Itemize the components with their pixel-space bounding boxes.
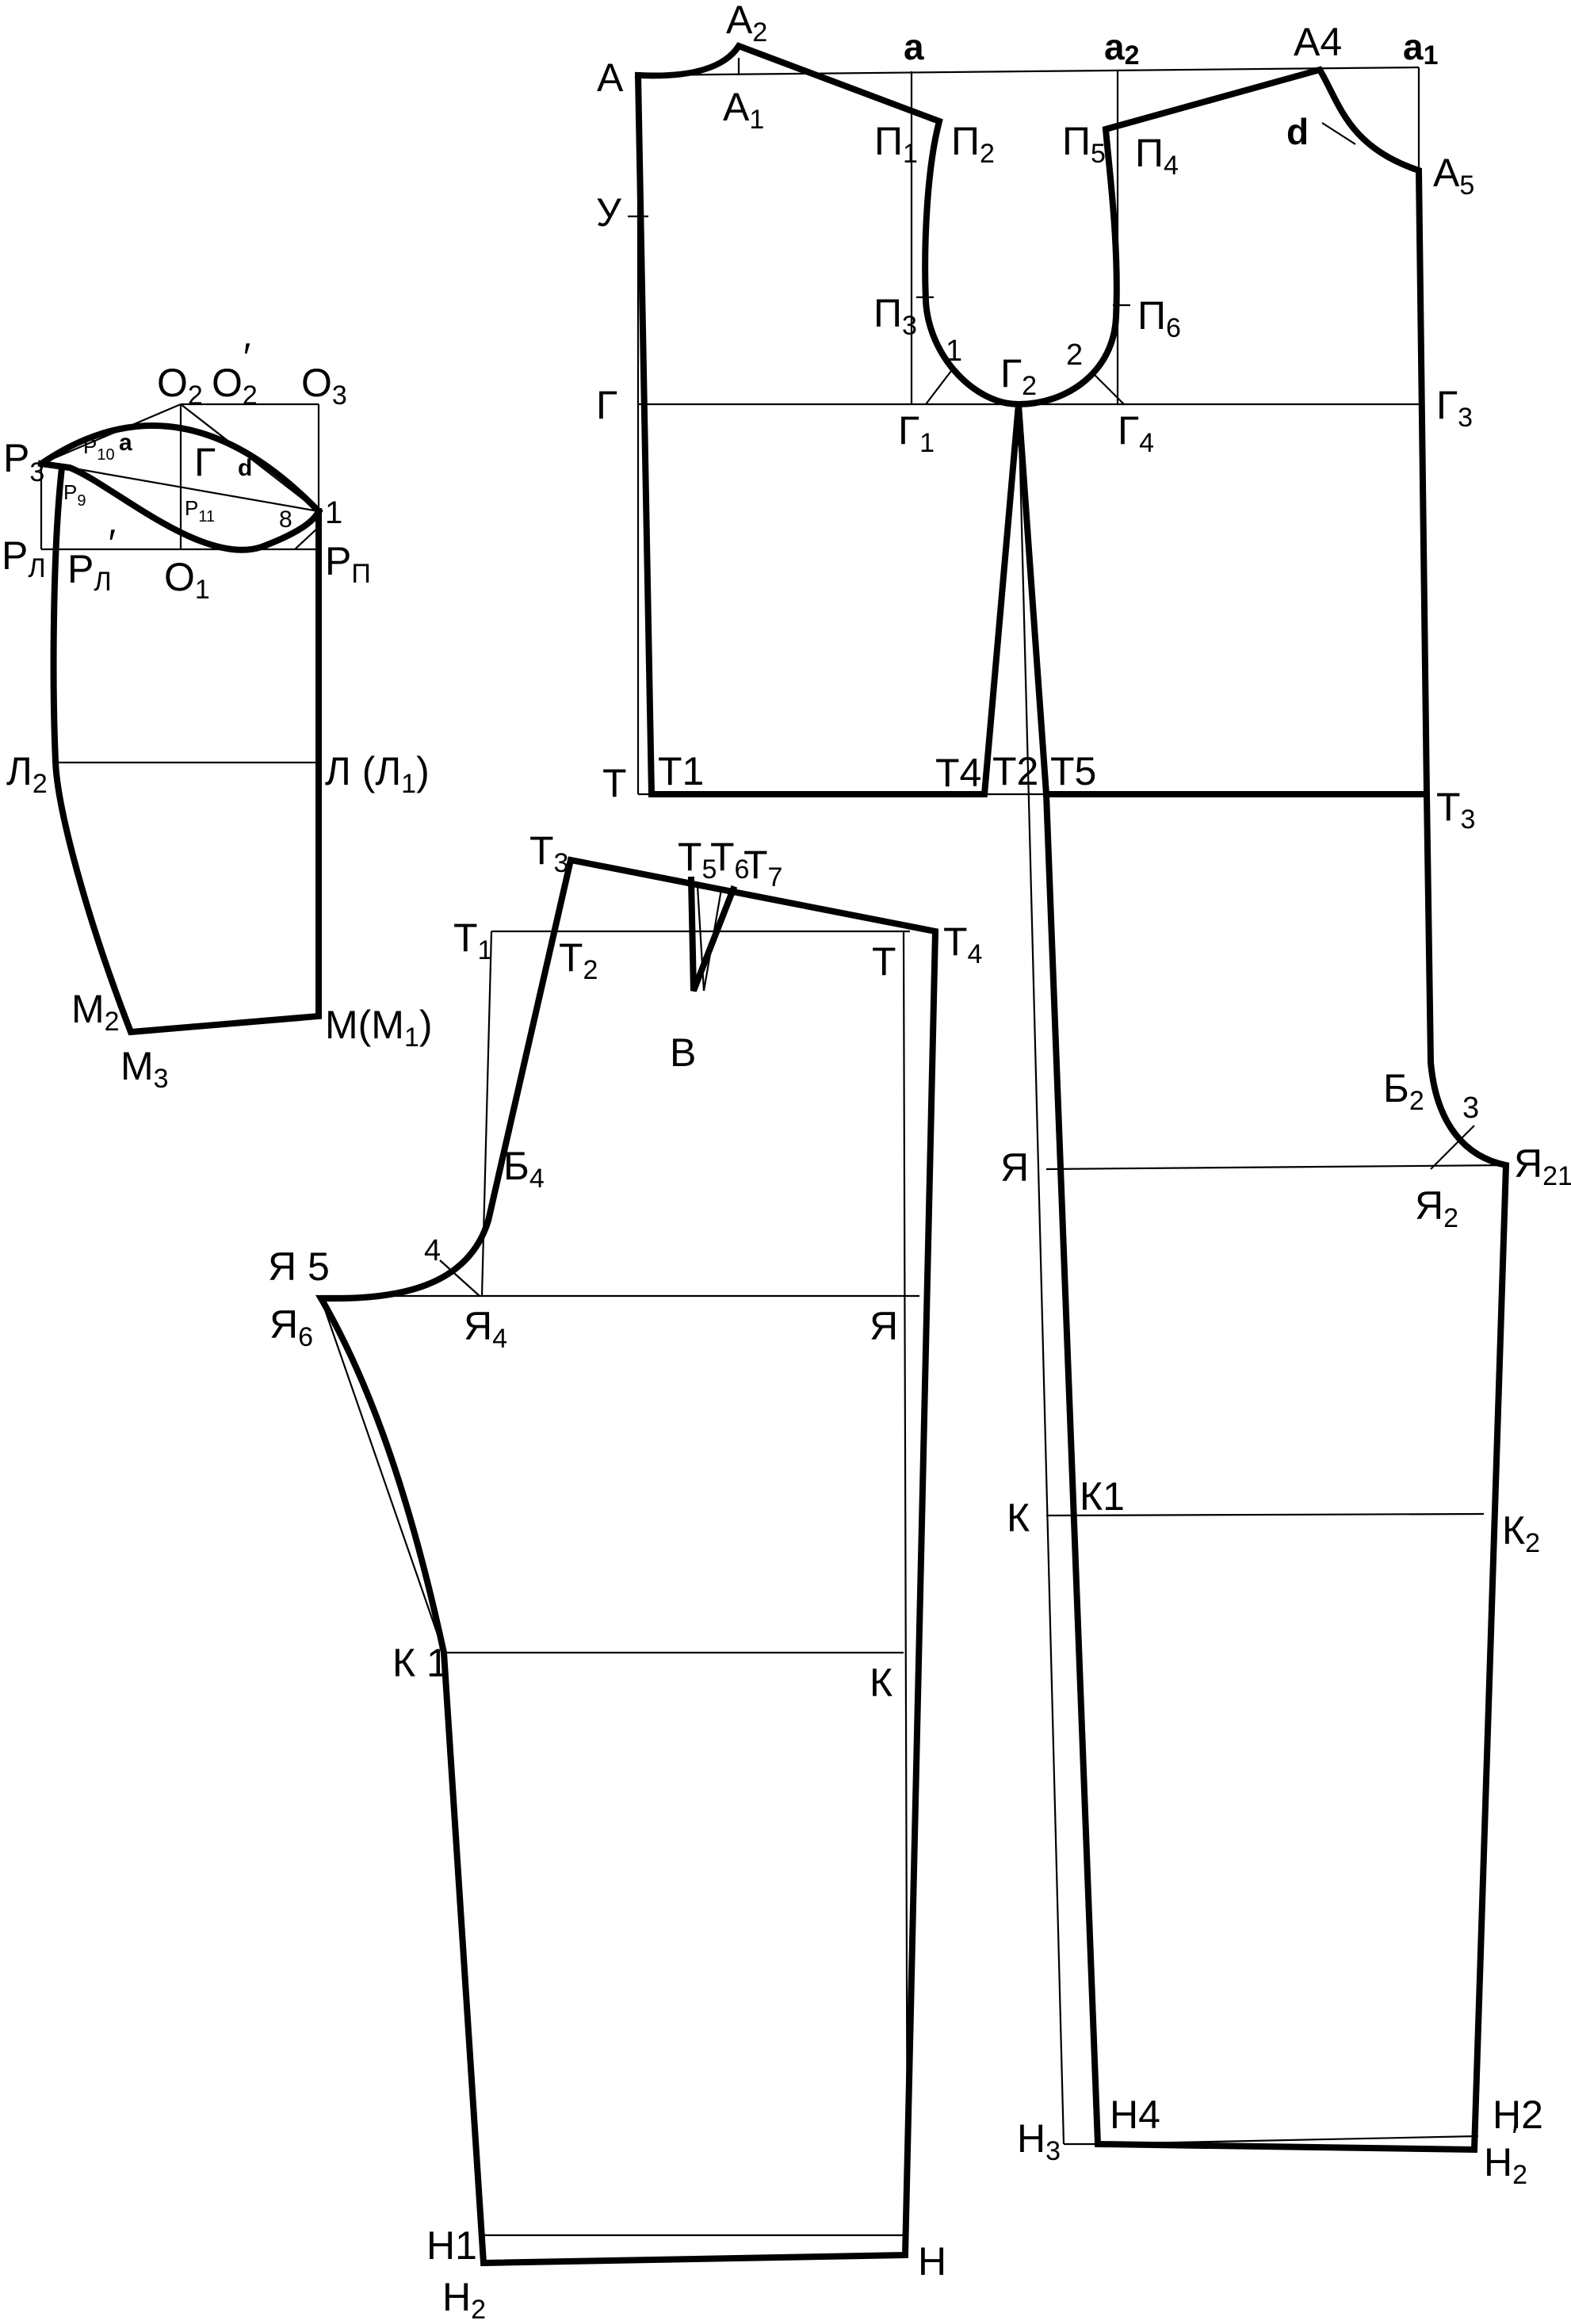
label-a-sleeve: a: [119, 430, 132, 456]
label-t4-front: Т4: [943, 919, 982, 969]
label-p9: Р9: [63, 480, 86, 510]
label-p4: П4: [1135, 131, 1179, 181]
label-l2: Л2: [6, 749, 48, 799]
label-ya2: Я2: [1415, 1183, 1458, 1233]
label-p2: П2: [951, 119, 995, 169]
label-t: Т: [602, 761, 627, 805]
label-p11: Р11: [185, 496, 215, 526]
label-n1-front: Н1: [426, 2223, 477, 2268]
label-a5: А5: [1433, 151, 1474, 201]
sleeve-outline: [36, 422, 323, 1036]
label-ya6: Я6: [269, 1302, 313, 1352]
label-ya5: Я 5: [268, 1244, 330, 1289]
label-ya4: Я4: [464, 1304, 507, 1354]
label-ya21: Я21: [1514, 1141, 1571, 1191]
sleeve-pattern: Р3 Р10 a Р9 О2 О2′ О3 Г d Р11 8 1 РЛ РЛ′…: [2, 335, 433, 1094]
label-1-bodice: 1: [946, 334, 962, 368]
label-a-small: а: [904, 26, 924, 67]
front-trouser-labels: Т3 Т5 Т6 Т7 Т1 Т2 Т Т4 В Б4 4 Я 5 Я6 Я4 …: [268, 828, 982, 2324]
label-n4-back: Н4: [1110, 2093, 1160, 2137]
label-k2: К2: [1502, 1508, 1540, 1558]
label-g2: Г2: [1000, 351, 1037, 401]
label-l-l1: Л (Л1): [325, 749, 430, 799]
front-trouser-construction-lines: [319, 885, 919, 2237]
label-m-m1: М(М1): [325, 1003, 433, 1053]
label-p3: Р3: [3, 436, 44, 487]
label-t-front: Т: [872, 939, 896, 984]
label-t5-front: Т5: [678, 835, 717, 885]
label-4-front: 4: [424, 1234, 441, 1267]
label-u: У: [596, 190, 621, 235]
label-p1: П1: [874, 119, 918, 169]
back-trouser-construction-lines: [1017, 403, 1507, 2146]
label-t4: Т4: [935, 751, 981, 795]
label-t1-front: Т1: [453, 915, 492, 965]
label-t2: Т2: [992, 749, 1038, 793]
label-pl: РЛ: [2, 533, 46, 583]
label-t3: Т3: [1436, 785, 1475, 835]
label-a: А: [597, 55, 624, 100]
label-b4: Б4: [503, 1144, 545, 1194]
label-p3: П3: [873, 291, 917, 341]
label-n2-front: Н2: [442, 2275, 486, 2324]
label-g-sleeve: Г: [194, 440, 216, 484]
label-k1-back: К1: [1080, 1474, 1125, 1519]
label-t3-front: Т3: [529, 828, 568, 878]
back-trouser-pattern: Б2 3 Я Я2 Я21 К К1 К2 Н3 Н4 Н2 Н2′: [1000, 403, 1571, 2190]
label-k-back: К: [1007, 1496, 1030, 1540]
label-k-front: К: [870, 1661, 893, 1705]
back-trouser-outline: [1042, 790, 1510, 2154]
label-g3: Г3: [1436, 383, 1473, 433]
label-t1: Т1: [658, 749, 704, 793]
label-t7-front: Т7: [743, 843, 782, 893]
label-p5: П5: [1062, 119, 1106, 169]
sleeve-labels: Р3 Р10 a Р9 О2 О2′ О3 Г d Р11 8 1 РЛ РЛ′…: [2, 335, 433, 1094]
label-a2: А2: [726, 0, 767, 48]
label-o2-prime: О2′: [212, 335, 258, 411]
label-a1-small: а1: [1403, 26, 1439, 71]
label-a1: А1: [723, 85, 764, 135]
label-a2-small: а2: [1104, 26, 1140, 71]
label-2-bodice: 2: [1066, 338, 1083, 372]
label-1-sleeve: 1: [325, 495, 342, 530]
back-trouser-labels: Б2 3 Я Я2 Я21 К К1 К2 Н3 Н4 Н2 Н2′: [1000, 1066, 1571, 2190]
bodice-pattern: А А2 А1 а а2 А4 а1 П1 П2 П5 П4 d А5 У П3…: [596, 0, 1475, 835]
label-3-back: 3: [1462, 1091, 1479, 1125]
label-m3: М3: [120, 1044, 169, 1094]
label-pl-prime: РЛ′: [67, 522, 116, 597]
label-g1: Г1: [898, 408, 935, 458]
label-n3-back: Н3: [1017, 2116, 1061, 2166]
label-h2-back: Н2: [1493, 2093, 1543, 2137]
label-m2: М2: [71, 987, 120, 1037]
label-g: Г: [596, 383, 617, 427]
label-v: В: [670, 1030, 696, 1075]
label-t5: Т5: [1050, 749, 1096, 793]
label-a4: А4: [1294, 20, 1342, 64]
label-ya-back: Я: [1000, 1145, 1029, 1190]
label-t6-front: Т6: [710, 835, 749, 885]
label-ya-front: Я: [870, 1304, 898, 1348]
label-pp: РП: [325, 539, 371, 589]
bodice-labels: А А2 А1 а а2 А4 а1 П1 П2 П5 П4 d А5 У П3…: [596, 0, 1475, 835]
label-h2-prime: Н2′: [1484, 2115, 1527, 2190]
label-g4: Г4: [1118, 408, 1154, 458]
label-o2: О2: [157, 361, 203, 411]
front-trouser-pattern: Т3 Т5 Т6 Т7 Т1 Т2 Т Т4 В Б4 4 Я 5 Я6 Я4 …: [268, 828, 982, 2324]
label-d-sleeve: d: [238, 455, 252, 481]
bodice-outline: [634, 42, 1431, 798]
label-k1-front: К 1: [392, 1641, 449, 1685]
label-p6: П6: [1137, 293, 1181, 343]
label-t2-front: Т2: [559, 935, 598, 985]
label-o3: О3: [301, 361, 347, 411]
label-p10: Р10: [83, 434, 115, 464]
label-8-sleeve: 8: [279, 506, 292, 533]
label-d-bodice: d: [1286, 111, 1309, 152]
label-n-front: Н: [918, 2239, 946, 2284]
front-trouser-outline: [315, 856, 939, 2267]
label-b2: Б2: [1383, 1066, 1424, 1116]
label-o1-sleeve: О1: [164, 555, 210, 605]
